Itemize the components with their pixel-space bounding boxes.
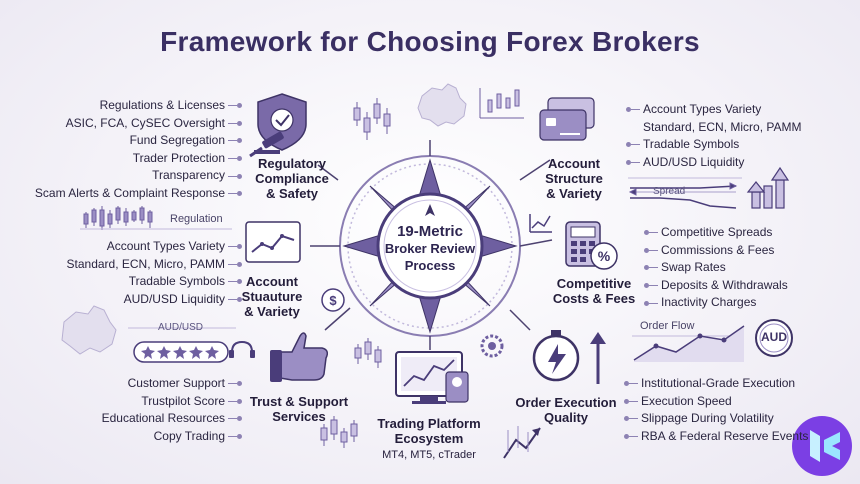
aud-coin-label: AUD — [761, 330, 787, 344]
list-item: AUD/USD Liquidity — [40, 291, 242, 309]
up-arrows-icon — [746, 166, 790, 209]
shield-gavel-icon — [249, 93, 307, 158]
center-label: 19-Metric Broker Review Process — [380, 223, 480, 274]
list-item: Inactivity Charges — [644, 294, 824, 312]
list-item: Copy Trading — [60, 428, 242, 446]
percent-symbol: % — [597, 248, 611, 264]
list-item: Trader Protection — [20, 150, 242, 168]
list-item: Educational Resources — [60, 410, 242, 428]
australia-map-left — [61, 305, 117, 355]
page-title: Framework for Choosing Forex Brokers — [160, 26, 700, 57]
gear-icon — [480, 334, 504, 358]
list-item: ASIC, FCA, CySEC Oversight — [20, 115, 242, 133]
list-item: Institutional-Grade Execution — [624, 375, 820, 393]
chart-board-icon — [245, 221, 301, 263]
aud-usd-rating — [128, 327, 255, 363]
thumbs-up-icon — [270, 332, 329, 382]
list-item: Deposits & Withdrawals — [644, 277, 824, 295]
svg-text:$: $ — [329, 293, 337, 308]
center-line-3: Process — [404, 258, 456, 273]
list-item: Account Types Variety — [626, 101, 806, 119]
list-item: RBA & Federal Reserve Events — [624, 428, 820, 446]
compass-needle-icon — [425, 204, 435, 216]
aud-coin-icon — [755, 319, 793, 357]
australia-map-top — [417, 83, 467, 127]
execution-list: Institutional-Grade Execution Execution … — [624, 375, 820, 445]
list-item: Slippage During Volatility — [624, 410, 820, 428]
support-list: Customer Support Trustpilot Score Educat… — [60, 375, 242, 445]
cards-icon — [539, 97, 595, 141]
regulatory-list: Regulations & Licenses ASIC, FCA, CySEC … — [20, 97, 242, 203]
center-line-1: 19-Metric — [397, 223, 463, 240]
list-item: AUD/USD Liquidity — [626, 154, 806, 172]
list-item: Customer Support — [60, 375, 242, 393]
order-flow-chart — [632, 325, 745, 362]
costs-list: Competitive Spreads Commissions & Fees S… — [644, 224, 824, 312]
list-item: Transparency — [20, 167, 242, 185]
list-item: Account Types Variety — [40, 238, 242, 256]
list-item: Tradable Symbols — [626, 136, 806, 154]
spread-chart — [628, 182, 738, 209]
list-item: Fund Segregation — [20, 132, 242, 150]
list-item: Swap Rates — [644, 259, 824, 277]
list-item: Standard, ECN, Micro, PAMM — [643, 119, 802, 134]
calculator-icon — [565, 221, 618, 270]
stopwatch-icon — [532, 330, 606, 384]
list-item: Tradable Symbols — [40, 273, 242, 291]
platform-subtitle: MT4, MT5, cTrader — [382, 449, 476, 461]
list-item: Trustpilot Score — [60, 393, 242, 411]
aud-usd-label: AUD/USD — [158, 322, 204, 333]
account-structure-list: Account Types Variety Standard, ECN, Mic… — [626, 101, 806, 171]
monitor-icon — [395, 351, 469, 404]
center-line-2: Broker Review — [384, 241, 476, 256]
spokes — [310, 140, 553, 350]
list-item: Competitive Spreads — [644, 224, 824, 242]
bar-chart-icon — [479, 88, 524, 119]
arrow-chart-icon — [503, 426, 541, 459]
spread-label: Spread — [653, 186, 686, 197]
list-item: Commissions & Fees — [644, 242, 824, 260]
regulation-label: Regulation — [170, 213, 223, 225]
candlestick-chart-1 — [353, 98, 391, 140]
candlestick-chart-3 — [320, 338, 382, 448]
list-item: Scam Alerts & Complaint Response — [20, 185, 242, 203]
list-item: Standard, ECN, Micro, PAMM — [40, 256, 242, 274]
dollar-coin-icon: $ — [321, 288, 345, 312]
growth-chart-icon — [529, 214, 552, 233]
candlestick-chart-2 — [83, 206, 153, 230]
center-disc — [376, 192, 484, 300]
account-variety-list: Account Types Variety Standard, ECN, Mic… — [40, 238, 242, 308]
brand-logo — [792, 416, 852, 476]
list-item: Execution Speed — [624, 393, 820, 411]
order-flow-label: Order Flow — [640, 320, 695, 332]
list-item: Regulations & Licenses — [20, 97, 242, 115]
